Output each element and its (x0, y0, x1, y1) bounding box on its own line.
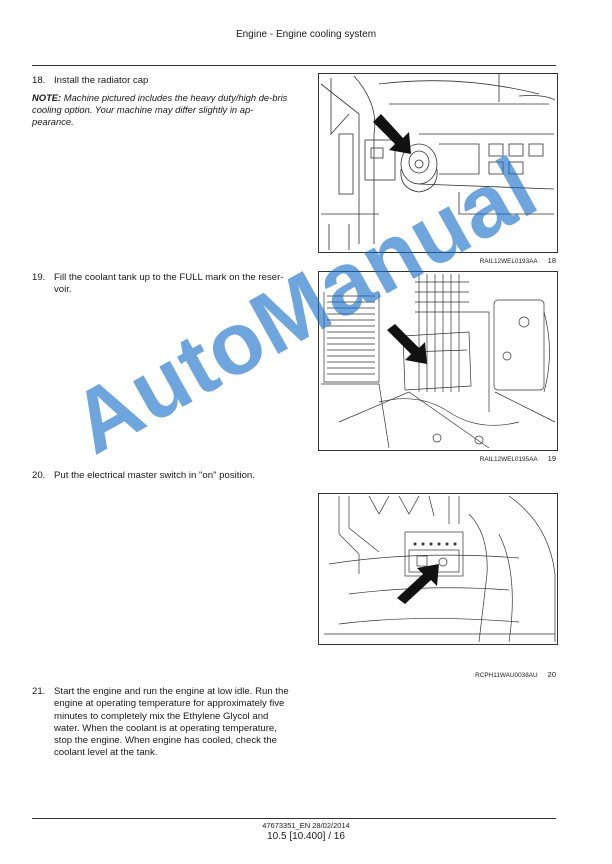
note-block: NOTE: Machine pictured includes the heav… (32, 92, 294, 128)
step-number: 21. (32, 686, 46, 697)
note-text: Machine pictured includes the heavy duty… (32, 92, 288, 127)
step-19: 19. Fill the coolant tank up to the FULL… (32, 272, 294, 297)
figure-coolant-tank (318, 271, 558, 451)
radiator-cap-illustration (320, 74, 556, 250)
figure-caption-20: RCPH11WAU0038AU 20 (475, 670, 556, 679)
figure-number: 19 (547, 454, 556, 463)
step-text: Start the engine and run the engine at l… (54, 686, 289, 759)
figure-number: 20 (547, 670, 556, 679)
page-header-title: Engine - Engine cooling system (235, 29, 377, 40)
figure-caption-18: RAIL12WEL0193AA 18 (480, 256, 556, 265)
footer-rule (32, 818, 556, 819)
note-label: NOTE: (32, 92, 62, 103)
step-20: 20. Put the electrical master switch in … (32, 470, 294, 482)
header-rule (32, 65, 556, 66)
figure-code: RCPH11WAU0038AU (475, 672, 538, 679)
step-21: 21. Start the engine and run the engine … (32, 686, 294, 760)
figure-radiator-cap (318, 73, 558, 253)
step-text: Fill the coolant tank up to the FULL mar… (54, 272, 284, 296)
footer-document-reference: 47673351_EN 28/02/2014 (262, 821, 350, 830)
step-number: 18. (32, 75, 46, 86)
master-switch-illustration (324, 495, 556, 643)
figure-master-switch (318, 493, 558, 645)
step-number: 20. (32, 470, 46, 481)
figure-caption-19: RAIL12WEL0195AA 19 (480, 454, 556, 463)
step-18: 18. Install the radiator cap (32, 75, 294, 87)
footer-page-number: 10.5 [10.400] / 16 (267, 831, 345, 842)
step-text: Put the electrical master switch in "on"… (54, 470, 255, 481)
step-number: 19. (32, 272, 46, 283)
coolant-tank-illustration (321, 274, 556, 449)
figure-number: 18 (547, 256, 556, 265)
step-text: Install the radiator cap (54, 75, 149, 86)
figure-code: RAIL12WEL0193AA (479, 258, 538, 265)
figure-code: RAIL12WEL0195AA (479, 456, 538, 463)
